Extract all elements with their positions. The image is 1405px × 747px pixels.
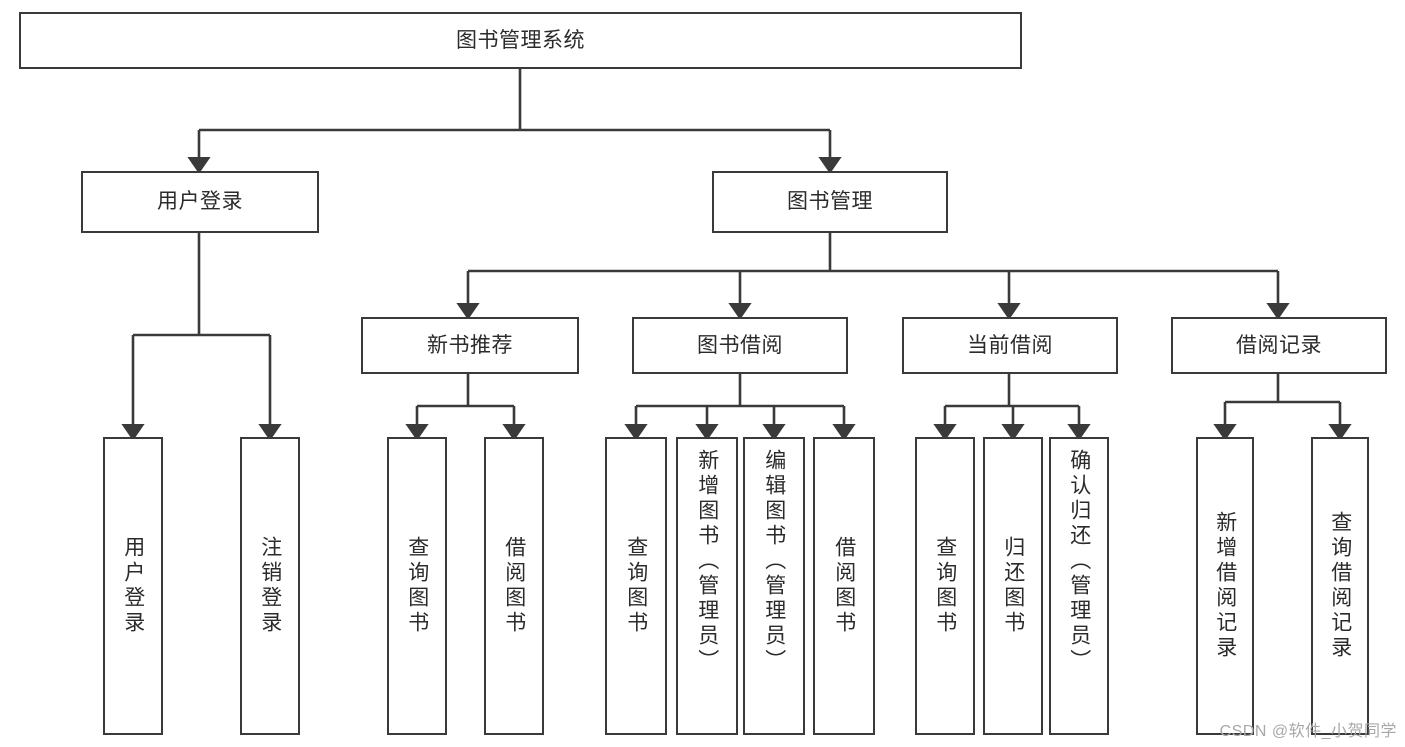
node-root-label: 图书管理系统 — [456, 28, 585, 52]
node-leaf-user-login[interactable]: 用户登录 — [103, 437, 163, 735]
node-leaf-add-book[interactable]: 新增图书（管理员） — [676, 437, 738, 735]
node-new-book-rec-label: 新书推荐 — [427, 333, 513, 357]
node-leaf-query-book-bor-label: 查询图书 — [624, 536, 648, 636]
node-leaf-add-book-label: 新增图书（管理员） — [695, 449, 719, 674]
node-leaf-return-book[interactable]: 归还图书 — [983, 437, 1043, 735]
node-leaf-query-book-bor[interactable]: 查询图书 — [605, 437, 667, 735]
node-leaf-user-login-label: 用户登录 — [121, 536, 145, 636]
node-leaf-query-book-cur-label: 查询图书 — [933, 536, 957, 636]
node-leaf-query-record[interactable]: 查询借阅记录 — [1311, 437, 1369, 735]
node-leaf-add-record-label: 新增借阅记录 — [1213, 511, 1237, 661]
node-book-borrow-label: 图书借阅 — [697, 333, 783, 357]
node-leaf-add-record[interactable]: 新增借阅记录 — [1196, 437, 1254, 735]
node-leaf-borrow-book-bor[interactable]: 借阅图书 — [813, 437, 875, 735]
node-leaf-query-book-rec-label: 查询图书 — [405, 536, 429, 636]
node-leaf-query-book-cur[interactable]: 查询图书 — [915, 437, 975, 735]
node-borrow-record[interactable]: 借阅记录 — [1171, 317, 1387, 374]
node-leaf-query-record-label: 查询借阅记录 — [1328, 511, 1352, 661]
node-leaf-borrow-book-rec-label: 借阅图书 — [502, 536, 526, 636]
node-root[interactable]: 图书管理系统 — [19, 12, 1022, 69]
node-current-borrow-label: 当前借阅 — [967, 333, 1053, 357]
node-current-borrow[interactable]: 当前借阅 — [902, 317, 1118, 374]
node-leaf-user-logout[interactable]: 注销登录 — [240, 437, 300, 735]
csdn-watermark: CSDN @软件_小贺同学 — [1219, 723, 1397, 740]
node-book-manage[interactable]: 图书管理 — [712, 171, 948, 233]
node-user-login[interactable]: 用户登录 — [81, 171, 319, 233]
node-leaf-return-book-label: 归还图书 — [1001, 536, 1025, 636]
node-leaf-borrow-book-bor-label: 借阅图书 — [832, 536, 856, 636]
node-new-book-rec[interactable]: 新书推荐 — [361, 317, 579, 374]
node-leaf-confirm-return[interactable]: 确认归还（管理员） — [1049, 437, 1109, 735]
node-leaf-query-book-rec[interactable]: 查询图书 — [387, 437, 447, 735]
node-leaf-user-logout-label: 注销登录 — [258, 536, 282, 636]
node-user-login-label: 用户登录 — [157, 190, 243, 214]
node-leaf-confirm-return-label: 确认归还（管理员） — [1067, 449, 1091, 674]
node-book-manage-label: 图书管理 — [787, 190, 873, 214]
node-leaf-edit-book[interactable]: 编辑图书（管理员） — [743, 437, 805, 735]
node-leaf-borrow-book-rec[interactable]: 借阅图书 — [484, 437, 544, 735]
node-leaf-edit-book-label: 编辑图书（管理员） — [762, 449, 786, 674]
node-borrow-record-label: 借阅记录 — [1236, 333, 1322, 357]
node-book-borrow[interactable]: 图书借阅 — [632, 317, 848, 374]
